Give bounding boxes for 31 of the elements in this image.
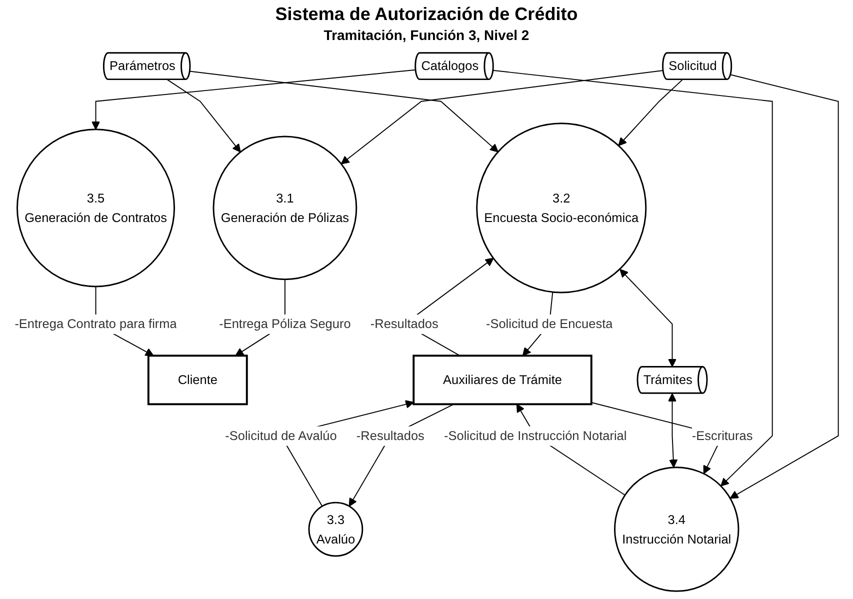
edge-label: -Solicitud de Encuesta <box>486 316 613 332</box>
edge-label: -Solicitud de Avalúo <box>225 428 337 443</box>
node-circle: 3.1 Generación de Pólizas <box>212 136 358 280</box>
arrow <box>189 70 498 152</box>
node-text: Trámites <box>643 372 692 388</box>
arrow <box>620 268 677 368</box>
node-text: Solicitud <box>668 58 717 74</box>
node-circle: 3.2 Encuesta Socio-económica <box>476 122 647 294</box>
edge-label: -Entrega Contrato para firma <box>14 316 177 332</box>
arrow <box>492 70 773 486</box>
arrow <box>730 74 839 499</box>
arrow <box>166 78 241 152</box>
edge-label: -Solicitud de Instrucción Notarial <box>444 428 627 443</box>
subtitle: Tramitación, Función 3, Nivel 2 <box>324 27 530 43</box>
node-box: Cliente <box>147 354 248 406</box>
arrow <box>340 70 664 164</box>
edge-label: -Resultados <box>370 316 438 332</box>
arrow <box>668 393 678 468</box>
node-circle: 3.4 Instrucción Notarial <box>614 466 740 592</box>
arrow <box>91 69 416 130</box>
node-circle: 3.3 Avalúo <box>308 502 364 557</box>
node-box: Auxiliares de Trámite <box>412 354 592 406</box>
node-circle: 3.5 Generación de Contratos <box>16 128 176 288</box>
arrow <box>618 78 684 146</box>
diagram-title: Sistema de Autorización de Crédito <box>275 4 578 25</box>
node-text: Catálogos <box>421 58 479 74</box>
edge-label: -Escrituras <box>692 428 753 443</box>
arrow <box>348 404 454 507</box>
edge-label: -Entrega Póliza Seguro <box>219 316 351 332</box>
node-text: Parámetros <box>110 58 176 74</box>
edge-label: -Resultados <box>356 428 424 443</box>
